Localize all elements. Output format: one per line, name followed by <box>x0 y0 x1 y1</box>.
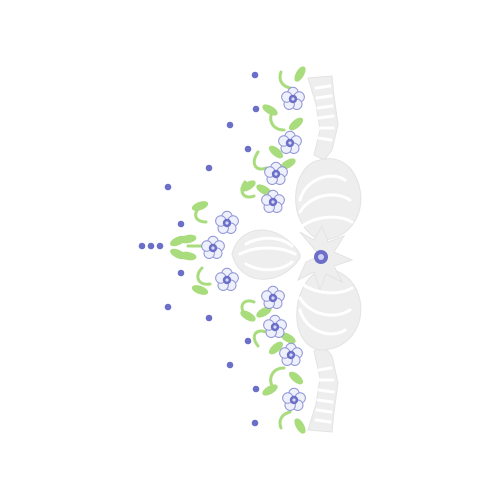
daisy-flower <box>215 210 239 234</box>
daisy-flower <box>278 130 302 154</box>
daisy-flower <box>282 387 306 411</box>
embroidery-dot <box>177 269 185 277</box>
leaf <box>240 310 256 322</box>
leaf <box>179 251 197 261</box>
leaf <box>179 234 197 244</box>
leaf <box>191 201 209 211</box>
embroidery-dot <box>252 105 260 113</box>
leaf <box>288 371 304 385</box>
leaf-tendril <box>278 70 292 90</box>
embroidery-dot <box>244 145 252 153</box>
leaf-sprigs <box>170 66 306 434</box>
embroidery-dot <box>252 385 260 393</box>
leaf-tendril <box>196 266 212 286</box>
embroidery-dot <box>205 164 213 172</box>
leaf <box>294 66 306 82</box>
leaf <box>262 104 278 116</box>
embroidery-dot <box>244 337 252 345</box>
lace-ribbon-bottom <box>307 345 339 433</box>
daisy-center-highlight <box>271 296 275 300</box>
daisy-flower <box>261 189 285 213</box>
daisy-flower <box>264 161 288 185</box>
lace-cutwork <box>238 84 354 424</box>
embroidery-dot <box>177 220 185 228</box>
daisy-flower <box>263 314 287 338</box>
leaf-tendril <box>252 329 268 348</box>
embroidery-dot <box>164 183 172 191</box>
embroidery-dot <box>251 419 259 427</box>
leaf <box>240 180 256 192</box>
daisy-center-highlight <box>274 172 278 176</box>
daisy-center-highlight <box>225 221 229 225</box>
embroidery-dot <box>156 242 164 250</box>
center-flower <box>314 250 328 264</box>
daisy-center-highlight <box>211 246 215 250</box>
embroidery-dot <box>164 303 172 311</box>
embroidery-dot <box>226 361 234 369</box>
daisy-center-highlight <box>288 141 292 145</box>
leaf <box>191 285 209 295</box>
daisy-center-highlight <box>292 398 296 402</box>
leaf-tendril <box>278 410 292 430</box>
leaf <box>268 145 284 159</box>
dot-spray <box>138 71 260 427</box>
leaf <box>262 384 278 396</box>
daisy-center-highlight <box>289 353 293 357</box>
daisy-center-highlight <box>225 278 229 282</box>
leaf <box>288 117 304 131</box>
embroidery-dot <box>226 121 234 129</box>
daisy-flower <box>215 267 239 291</box>
leaf-tendril <box>252 150 268 171</box>
daisy-center-highlight <box>291 97 295 101</box>
daisy-flower <box>201 235 225 259</box>
daisy-flower <box>261 285 285 309</box>
embroidery-dot <box>147 242 155 250</box>
daisy-center-highlight <box>273 325 277 329</box>
embroidery-dot <box>205 314 213 322</box>
leaf <box>294 418 306 434</box>
daisy-center-highlight <box>271 200 275 204</box>
daisy-flower <box>279 342 303 366</box>
daisy-flowers <box>201 86 306 411</box>
leaf-tendril <box>269 366 286 388</box>
embroidery-dot <box>251 71 259 79</box>
daisy-flower <box>281 86 305 110</box>
embroidery-dot <box>138 242 146 250</box>
leaf <box>268 341 284 355</box>
